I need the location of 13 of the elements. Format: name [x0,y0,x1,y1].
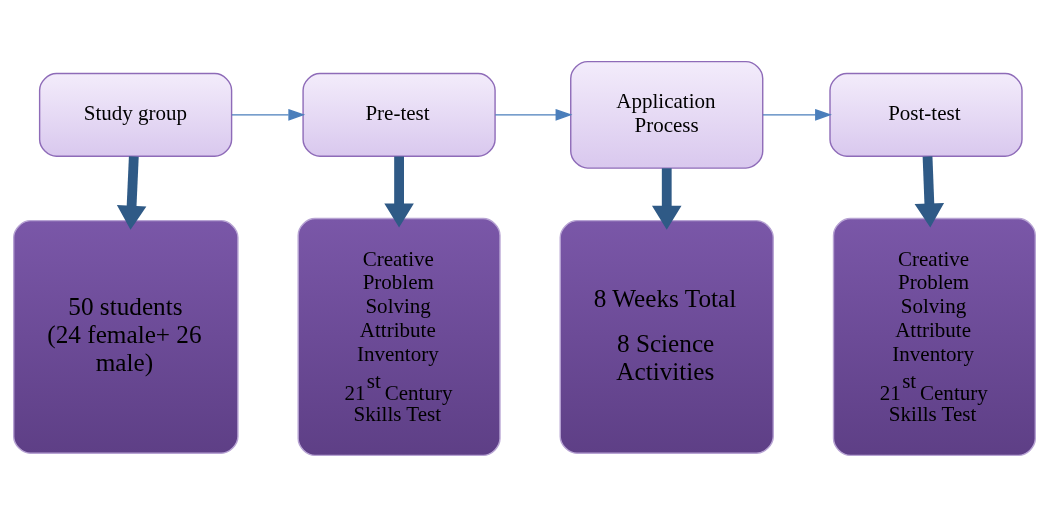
arrow [494,108,573,121]
arrow [384,156,414,228]
arrow [231,108,306,121]
node-box: Pre-test [302,72,496,157]
arrow [762,108,832,121]
node-box: 50 students (24 female+ 26 male) [13,219,239,454]
node-box: 8 Weeks Total 8 Science Activities [559,219,774,454]
arrow [914,156,945,228]
node-box: Application Process [570,60,764,169]
arrow [116,156,147,230]
node-box: Post-test [829,72,1023,157]
arrow [651,168,682,230]
node-box: Study group [38,72,233,157]
